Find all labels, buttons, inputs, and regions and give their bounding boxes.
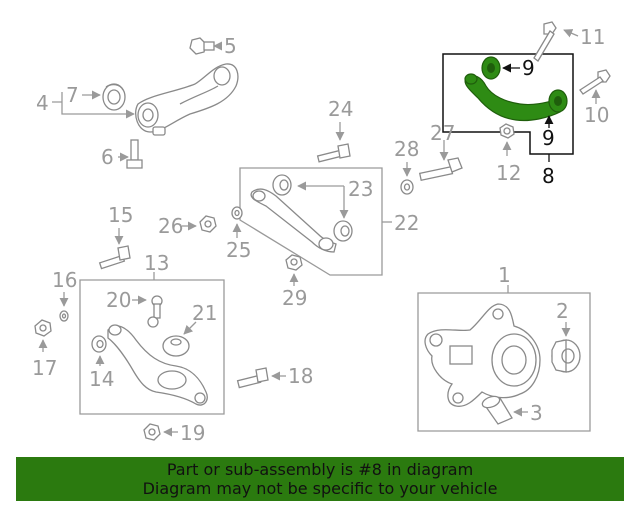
label-20: 20 (106, 288, 131, 312)
bushing-23-lower-part[interactable] (333, 220, 353, 242)
trailing-arm-part[interactable] (135, 63, 239, 136)
label-27: 27 (430, 121, 455, 145)
nut-29-part[interactable] (285, 254, 303, 271)
stabilizer-link-20-part[interactable] (147, 295, 163, 328)
upper-control-arm-part[interactable] (464, 73, 561, 122)
label-15: 15 (108, 203, 133, 227)
bushing-2-part[interactable] (551, 339, 581, 373)
banner-line-1: Part or sub-assembly is #8 in diagram (166, 460, 474, 479)
label-22: 22 (394, 211, 419, 235)
bolt-18-part[interactable] (236, 367, 269, 389)
lower-link-arm-part[interactable] (250, 188, 337, 253)
label-12: 12 (496, 161, 521, 185)
label-2: 2 (556, 299, 569, 323)
label-9-lower: 9 (542, 126, 555, 150)
trailing-arm-bushing-part[interactable] (102, 83, 126, 111)
nut-26-part[interactable] (199, 215, 217, 233)
label-14: 14 (89, 367, 114, 391)
assembly-8-box (442, 53, 574, 155)
label-28: 28 (394, 137, 419, 161)
pin-3-part[interactable] (481, 394, 513, 425)
bolt-11-part[interactable] (533, 21, 557, 62)
bushing-14-part[interactable] (91, 335, 107, 353)
bolt-15-part[interactable] (98, 245, 131, 270)
bolt-5-part[interactable] (189, 37, 215, 55)
knuckle-part[interactable] (424, 303, 541, 407)
washer-25-part[interactable] (231, 206, 243, 220)
label-13: 13 (144, 251, 169, 275)
bushing-9-upper-part[interactable] (481, 56, 501, 80)
label-25: 25 (226, 238, 251, 262)
bushing-23-upper-part[interactable] (272, 174, 292, 196)
label-9-upper: 9 (522, 56, 535, 80)
nut-19-part[interactable] (143, 423, 161, 441)
lower-control-arm-part[interactable] (107, 324, 208, 406)
label-8: 8 (542, 164, 555, 188)
label-3: 3 (530, 401, 543, 425)
label-10: 10 (584, 103, 609, 127)
bolt-24-part[interactable] (316, 143, 351, 163)
label-17: 17 (32, 356, 57, 380)
label-21: 21 (192, 301, 217, 325)
label-7: 7 (66, 83, 79, 107)
nut-12-part[interactable] (499, 123, 515, 139)
assembly-1-box (417, 292, 591, 432)
washer-16-part[interactable] (59, 310, 69, 322)
label-4: 4 (36, 91, 49, 115)
rubber-mount-21-part[interactable] (162, 335, 190, 357)
nut-17-part[interactable] (34, 319, 52, 337)
info-banner: Part or sub-assembly is #8 in diagram Di… (16, 457, 624, 501)
bushing-9-lower-part[interactable] (548, 89, 568, 113)
label-29: 29 (282, 286, 307, 310)
label-5: 5 (224, 34, 237, 58)
label-11: 11 (580, 25, 605, 49)
label-19: 19 (180, 421, 205, 445)
bolt-6-part[interactable] (126, 139, 143, 169)
parts-diagram: 4 7 5 6 9 9 8 11 10 (32, 21, 611, 445)
label-18: 18 (288, 364, 313, 388)
washer-28-part[interactable] (400, 179, 414, 195)
banner-line-2: Diagram may not be specific to your vehi… (142, 479, 498, 498)
label-6: 6 (101, 145, 114, 169)
assembly-13-box (79, 279, 225, 415)
label-23: 23 (348, 177, 373, 201)
bolt-27-part[interactable] (418, 157, 463, 182)
label-16: 16 (52, 268, 77, 292)
label-1: 1 (498, 263, 511, 287)
label-24: 24 (328, 97, 353, 121)
bolt-10-part[interactable] (579, 69, 611, 95)
label-26: 26 (158, 214, 183, 238)
